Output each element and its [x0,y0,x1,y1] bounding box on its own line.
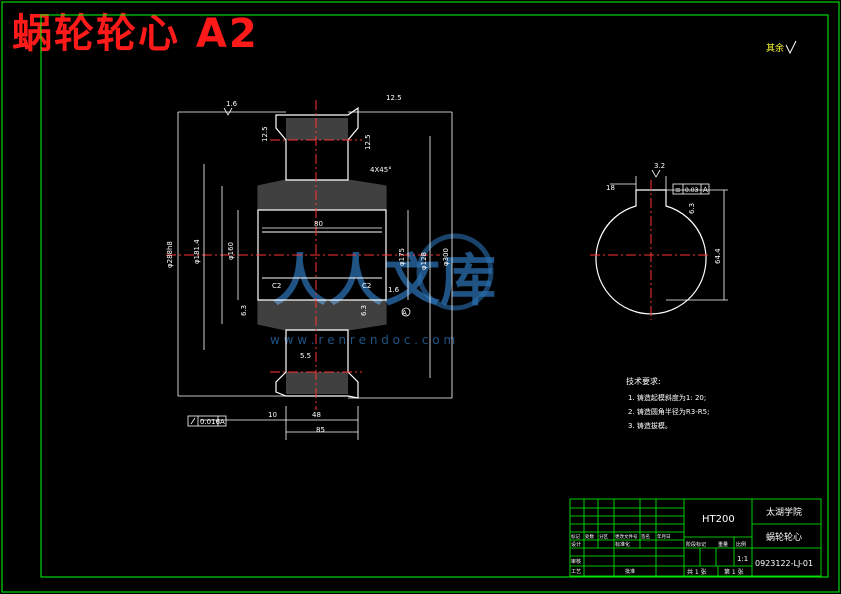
tb-sheet-no: 第 1 张 [724,568,744,576]
dim-left-roughness: 12.5 [261,126,269,142]
tb-col-sign: 签名 [641,533,650,540]
tech-item-1: 1. 铸造起模斜度为1: 20; [628,393,706,402]
tech-item-3: 3. 铸造拔模。 [628,421,672,430]
watermark-url: w w w . r e n r e n d o c . c o m [270,333,455,347]
section-view [166,100,453,440]
watermark-logo-icon [416,233,494,311]
dim-right-dia-2: φ128 [420,252,428,270]
title-block [569,498,822,577]
tb-col-mark: 标记 [571,533,580,540]
tb-weight-label: 重量 [718,541,728,548]
dim-dist-85: 85 [316,426,325,434]
tb-col-count: 处数 [585,533,594,540]
side-roughness: 3.2 [654,162,665,170]
dim-dist-48: 48 [312,411,321,419]
tb-row-design: 设计 [571,541,581,548]
tb-scale-label: 比例 [736,541,746,548]
dim-top-right: 12.5 [386,94,402,102]
runout-ref: A [220,418,225,426]
runout-arrow-icon [190,417,196,425]
sym-ref: A [703,186,708,194]
dim-chamfer: 4X45° [370,166,392,174]
roughness-note: 其余 [766,42,784,54]
tb-col-date: 年月日 [657,533,671,540]
tb-stage-label: 阶段标记 [686,541,706,548]
tb-row-approve: 批准 [625,568,635,575]
key-width: 18 [606,184,615,192]
tb-part-name: 蜗轮轮心 [766,531,802,543]
side-rough-small: 6.3 [688,203,696,214]
inner-frame [40,14,829,578]
dim-hub-small: 5.5 [300,352,311,360]
dim-low-roughness-1: 6.3 [240,305,248,316]
tb-row-standard: 标准化 [615,541,630,548]
dim-outer-dia: φ288h8 [166,241,174,268]
dim-c2-right: C2 [362,282,371,290]
dim-low-roughness-2: 1.6 [388,286,400,294]
dim-dist-10: 10 [268,411,277,419]
dim-top-roughness: 1.6 [226,100,238,108]
side-roughness-icon [651,169,661,178]
dim-right-small: 12.5 [364,134,372,150]
tb-sheet-total: 共 1 张 [687,568,707,576]
tech-item-2: 2. 铸造圆角半径为R3-R5; [628,407,709,416]
key-depth: 64.4 [714,248,722,264]
tb-col-zone: 分区 [599,533,608,540]
roughness-symbol-icon [785,40,797,55]
tb-row-process: 工艺 [571,569,581,575]
runout-frame: 0.016 A [187,415,227,427]
tb-scale: 1:1 [737,555,748,563]
sym-tol: 0.03 [685,187,699,194]
tech-heading: 技术要求: [626,376,661,386]
dim-bore-left: φ181.4 [193,239,201,264]
roughness-mark-icon [223,107,233,116]
dim-low-roughness-3: 6.3 [360,305,368,316]
dim-right-dia-3: φ300 [442,248,450,266]
tb-row-review: 审核 [571,558,581,565]
tb-material: HT200 [702,514,735,525]
dim-c2-left: C2 [272,282,281,290]
drawing-title: 蜗轮轮心 A2 [12,11,259,57]
tb-col-file: 更改文件号 [615,533,638,540]
tb-drawing-no: 0923122-LJ-01 [755,559,813,568]
watermark-mark: 人人文库 [272,249,496,314]
symmetry-icon: ≡ [675,186,681,194]
side-view [590,176,728,320]
dim-inner-left: φ160 [227,242,235,260]
datum-a-label: A [402,309,407,317]
dim-right-dia-1: φ175 [398,248,406,266]
datum-circle-icon [401,307,411,317]
tb-school: 太湖学院 [766,506,802,518]
symmetry-frame: ≡ 0.03 A [672,183,710,195]
tech-requirements: 技术要求: 1. 铸造起模斜度为1: 20; 2. 铸造圆角半径为R3-R5; … [626,376,709,430]
runout-tol: 0.016 [200,418,221,426]
dim-center-width: 80 [314,220,323,228]
